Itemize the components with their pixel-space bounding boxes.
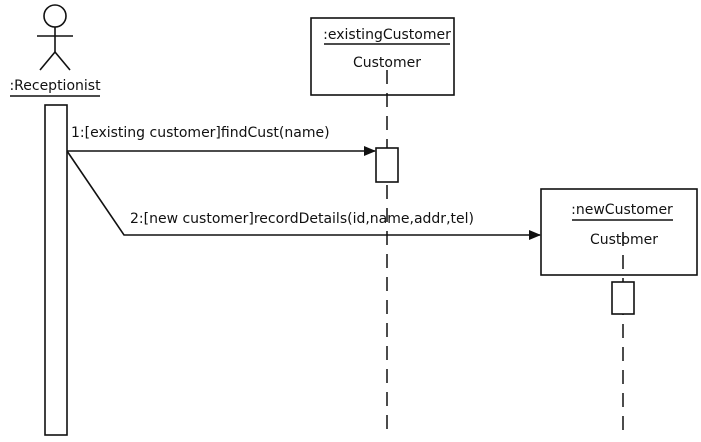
receptionist-actor-icon xyxy=(37,4,73,71)
actor-label: :Receptionist xyxy=(9,78,101,94)
existing-customer-class: Customer xyxy=(353,55,421,71)
existing-customer-box xyxy=(310,17,455,96)
message-2-label: 2:[new customer]recordDetails(id,name,ad… xyxy=(130,211,474,227)
existing-customer-name: :existingCustomer xyxy=(323,27,451,43)
new-customer-activation xyxy=(611,281,635,315)
receptionist-activation-bar xyxy=(44,104,68,436)
existing-customer-activation xyxy=(375,147,399,183)
new-customer-name: :newCustomer xyxy=(571,202,673,218)
message-1-label: 1:[existing customer]findCust(name) xyxy=(71,125,330,141)
new-customer-class: Customer xyxy=(590,232,658,248)
new-customer-box xyxy=(540,188,698,276)
message-2-arrow xyxy=(66,150,541,240)
